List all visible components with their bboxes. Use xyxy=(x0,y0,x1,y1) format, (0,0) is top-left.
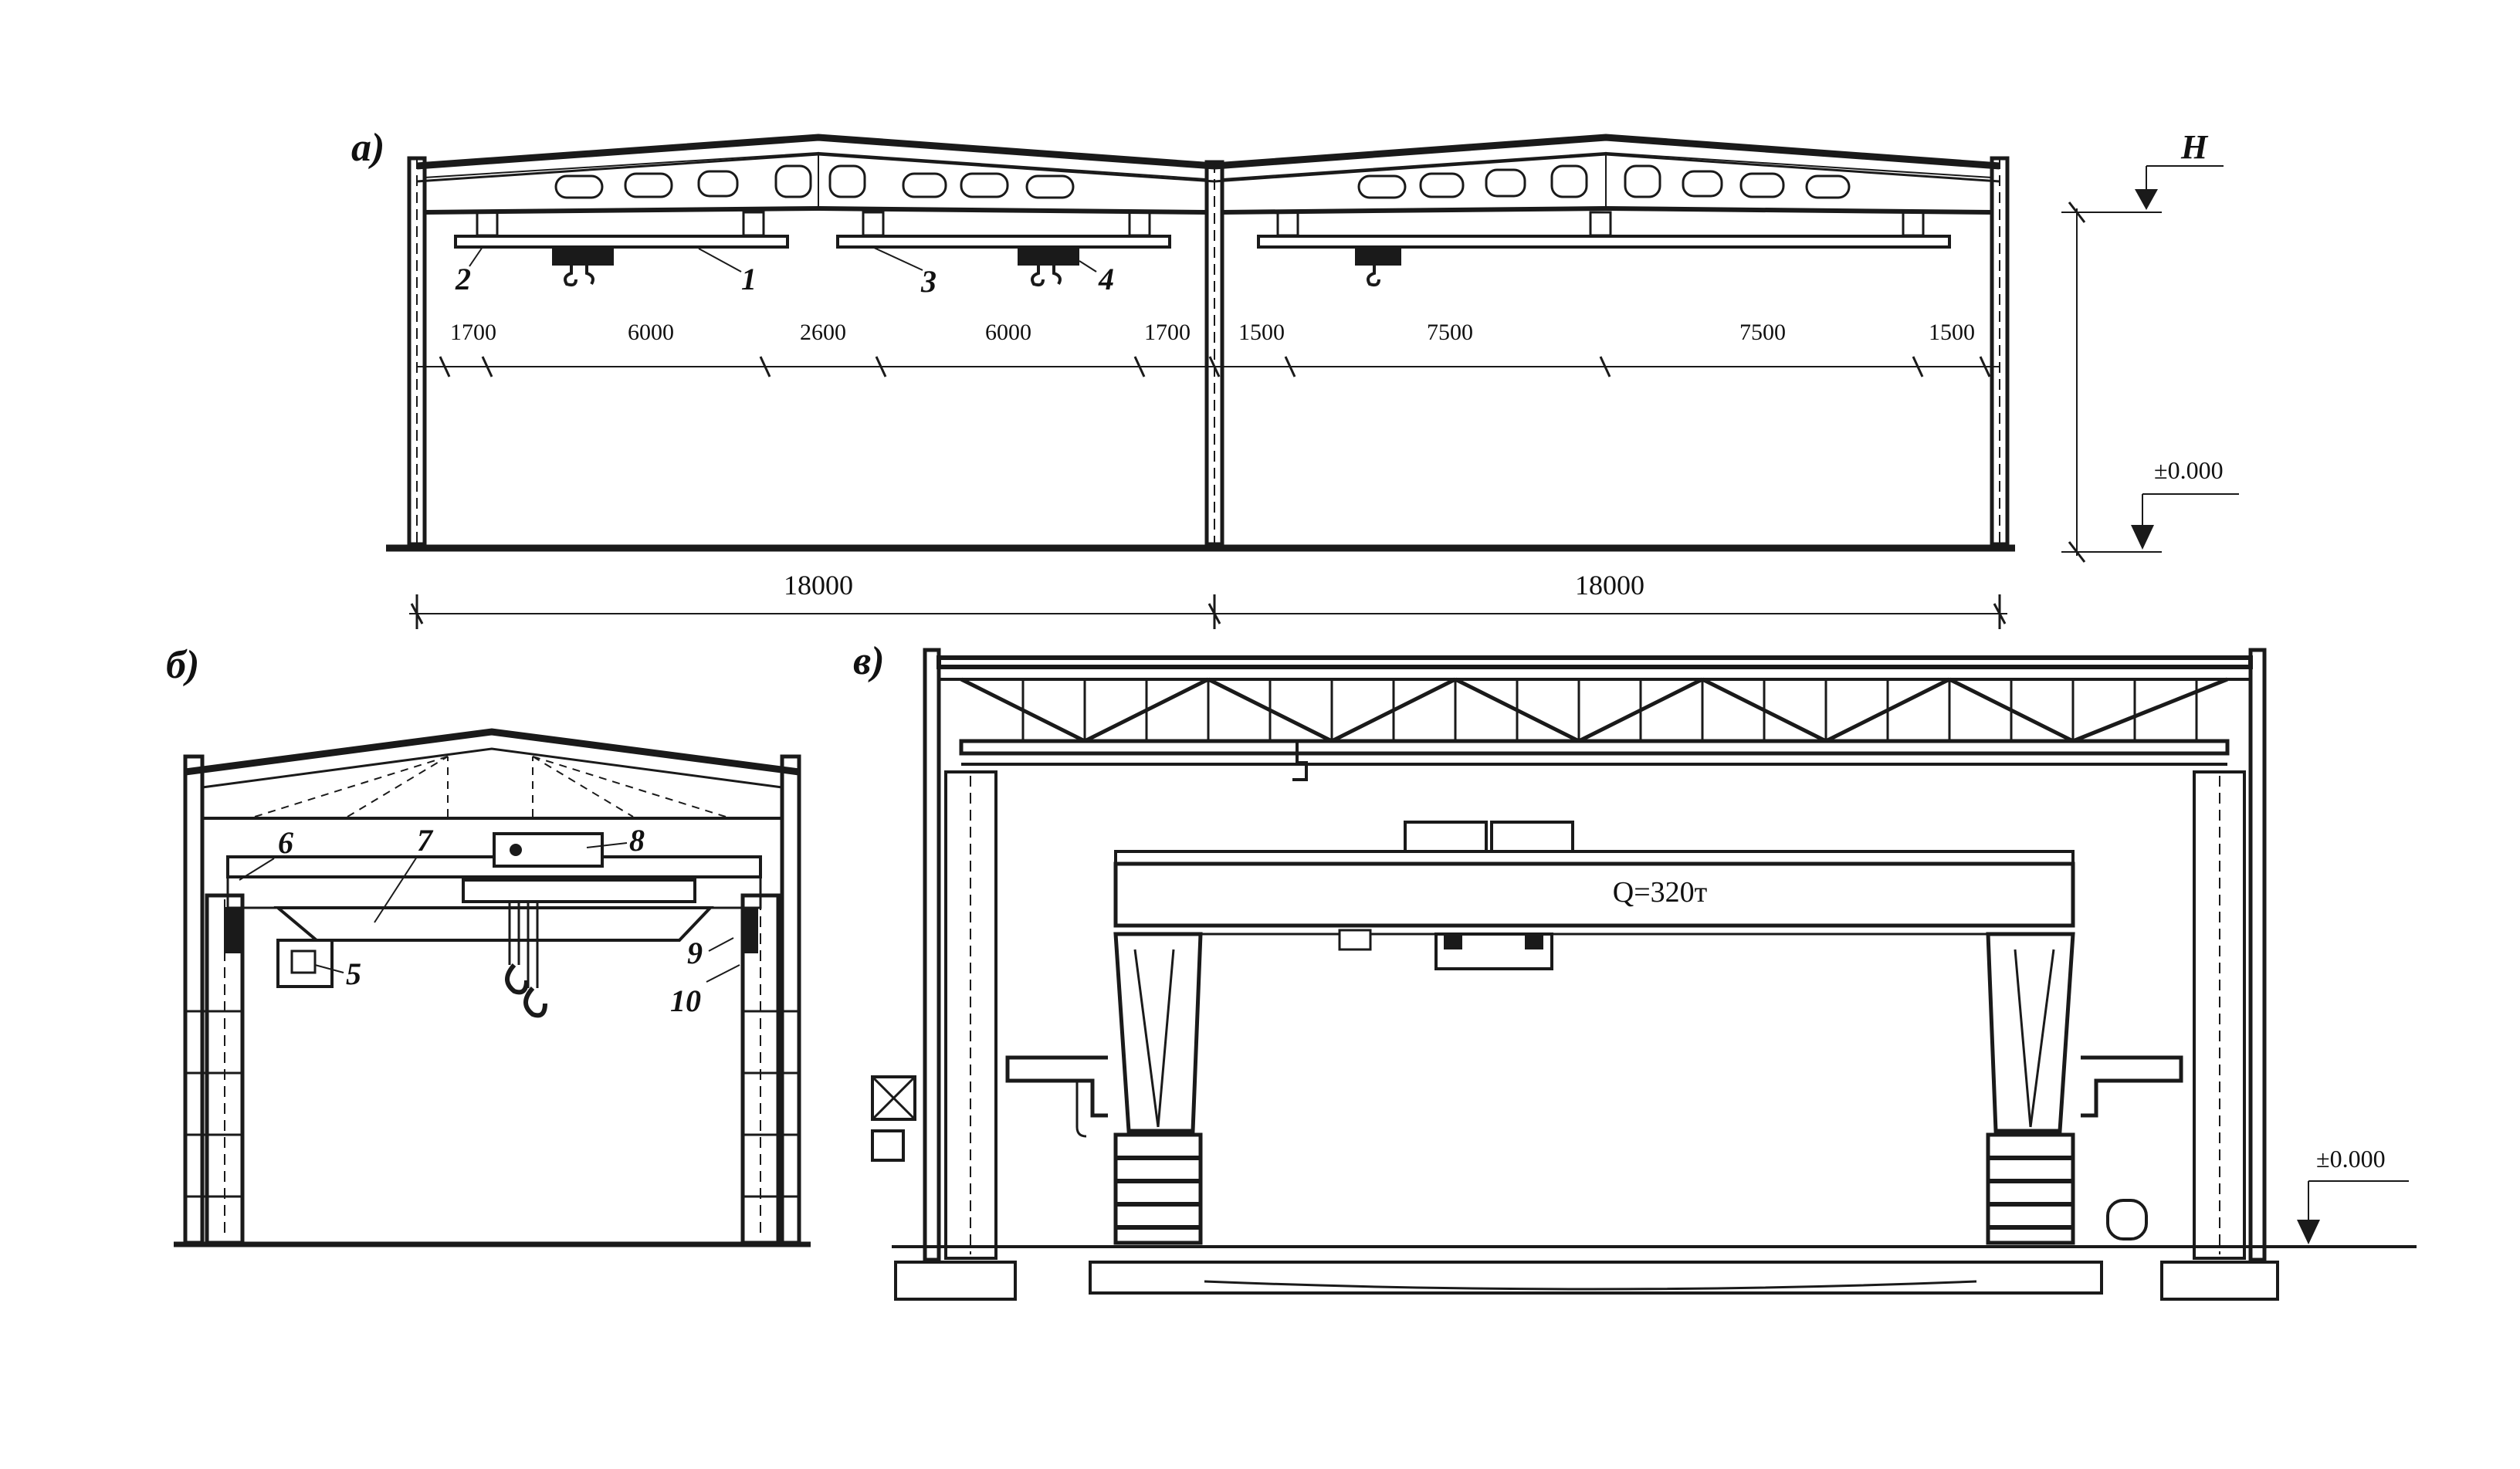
gantry-trolley xyxy=(1490,821,1574,853)
panel-b-label: б) xyxy=(166,643,199,687)
portal-columns-c xyxy=(923,648,2267,1262)
callout-8: 8 xyxy=(629,823,645,858)
dim-7500: 7500 xyxy=(1427,320,1473,345)
dim-2600: 2600 xyxy=(800,320,846,345)
dim-1500: 1500 xyxy=(1929,320,1975,345)
callouts-a: 2 1 3 4 xyxy=(455,246,1114,299)
dim-6000: 6000 xyxy=(628,320,674,345)
level-arrow-icon xyxy=(2135,189,2158,210)
roof-b xyxy=(185,728,800,820)
crane-hook-icon xyxy=(523,986,547,1018)
callout-10: 10 xyxy=(670,983,701,1018)
level-arrow-icon xyxy=(2297,1220,2320,1244)
panel-a-label: а) xyxy=(351,126,384,170)
suspended-cranes-a xyxy=(454,211,1951,249)
control-box-c xyxy=(871,1075,916,1162)
panel-a-building-section: а) xyxy=(351,126,2239,629)
callout-2: 2 xyxy=(455,262,471,296)
gantry-trolley xyxy=(1404,821,1488,853)
columns-a xyxy=(407,156,2010,547)
hoist-icon xyxy=(552,247,614,287)
roof-beam-span-1 xyxy=(416,134,1215,215)
panel-c-label: в) xyxy=(853,639,885,683)
dim-1700: 1700 xyxy=(1144,320,1191,345)
span-dimensions-a: 18000 18000 xyxy=(409,570,2007,629)
dim-6000: 6000 xyxy=(985,320,1031,345)
zero-level-a: ±0.000 xyxy=(2154,456,2224,484)
panel-b-bridge-crane: б) xyxy=(166,643,811,1247)
bridge-crane-b xyxy=(224,832,762,1018)
dim-7500: 7500 xyxy=(1739,320,1786,345)
foundations-c xyxy=(894,1261,2279,1301)
height-dimension-a: H ±0.000 xyxy=(2061,128,2239,563)
callout-9: 9 xyxy=(687,936,703,970)
panel-c-gantry-crane: в) xyxy=(853,639,2417,1301)
callout-4: 4 xyxy=(1098,262,1114,296)
height-label: H xyxy=(2180,128,2209,166)
dimension-chain-a: 1700 6000 2600 6000 1700 1500 7500 7500 … xyxy=(417,320,2000,377)
crane-trolley xyxy=(493,832,604,868)
crane-hook-icon xyxy=(505,963,529,995)
zero-level-c: ±0.000 xyxy=(2316,1145,2386,1173)
crane-capacity-label: Q=320т xyxy=(1613,876,1708,909)
callout-7: 7 xyxy=(417,823,434,858)
callout-3: 3 xyxy=(920,264,937,299)
level-mark-c: ±0.000 xyxy=(2297,1145,2409,1244)
columns-b xyxy=(183,754,801,1245)
operator-cab xyxy=(276,939,334,988)
gantry-crane-320t: Q=320т xyxy=(1005,821,2183,1245)
roof-truss-c xyxy=(937,655,2253,781)
callout-5: 5 xyxy=(346,956,361,991)
span-2-dimension: 18000 xyxy=(1575,570,1644,601)
dim-1500: 1500 xyxy=(1238,320,1285,345)
dim-1700: 1700 xyxy=(450,320,496,345)
hoist-icon xyxy=(1355,247,1401,287)
roof-beam-span-2 xyxy=(1214,134,2000,215)
span-1-dimension: 18000 xyxy=(784,570,853,601)
level-arrow-icon xyxy=(2131,525,2154,550)
callouts-b: 6 7 8 5 9 10 xyxy=(239,823,740,1018)
hoist-icon xyxy=(1018,247,1079,287)
callout-6: 6 xyxy=(278,825,293,860)
callout-1: 1 xyxy=(741,262,757,296)
